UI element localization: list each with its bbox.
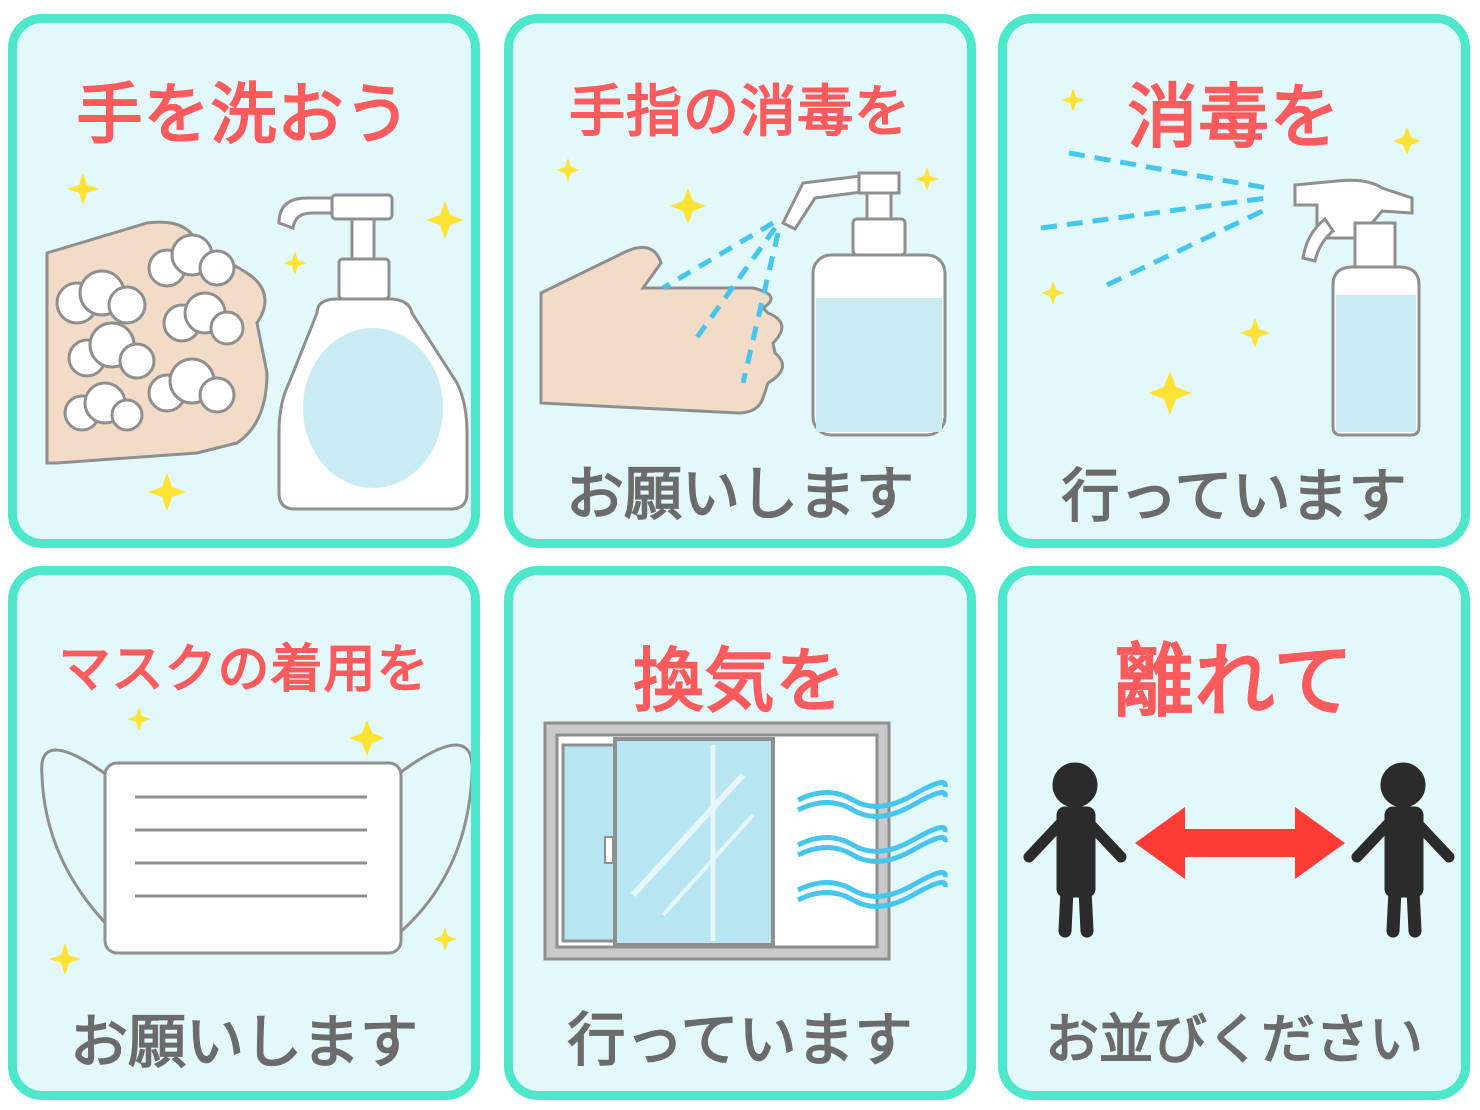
card-subtitle: 行っています [567,1006,913,1074]
card-disinfection: 消毒を 行っています [998,14,1470,548]
person-icon [1351,762,1455,938]
sparkle-icon [49,707,457,975]
wind-icon [796,780,948,909]
card-subtitle: 行っています [1061,462,1407,530]
card-title: 手指の消毒を [569,80,911,145]
face-mask-icon [40,743,471,955]
card-ventilation: 換気を 行っています [504,566,976,1100]
card-hand-washing: 手を洗おう [8,14,480,548]
washing-hands-icon [45,220,269,465]
card-subtitle: お願いします [565,460,914,528]
card-mask: マスクの着用を お願いします [8,566,480,1100]
card-subtitle: お並びください [1045,1008,1423,1071]
person-icon [1023,762,1127,938]
card-title: 消毒を [1127,76,1341,158]
sparkle-icon [556,158,939,224]
card-title: 換気を [633,640,847,722]
window-icon [543,721,891,961]
card-subtitle: お願いします [69,1008,418,1076]
card-title: 離れて [1113,635,1355,728]
spray-bottle-icon [1040,150,1421,437]
card-title: マスクの着用を [58,640,430,700]
sparkle-icon [67,173,464,511]
card-title: 手を洗おう [76,76,412,153]
soap-pump-icon [277,193,469,511]
card-hand-sanitizer: 手指の消毒を お願いします [504,14,976,548]
card-social-distance: 離れて お並びください [998,566,1470,1100]
double-arrow-icon [1135,807,1345,879]
hand-sanitizer-icon [539,171,947,437]
sparkle-icon [1041,88,1421,415]
